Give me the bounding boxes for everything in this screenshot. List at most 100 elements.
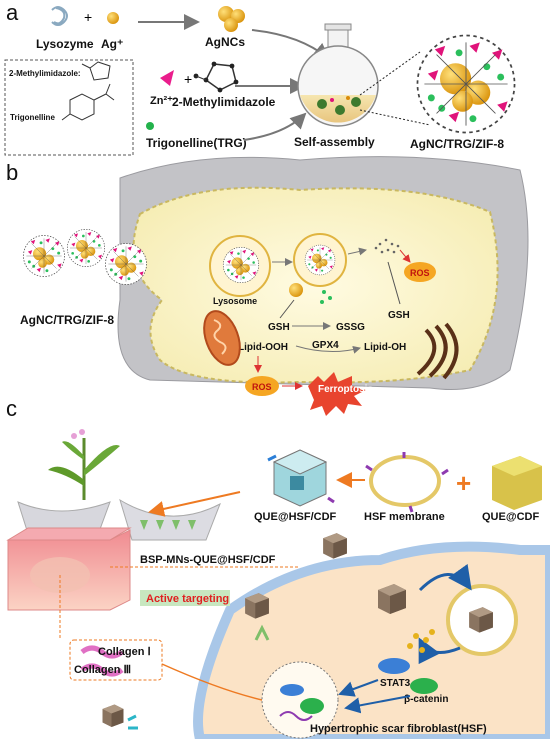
ros-label-1: ROS <box>410 268 430 278</box>
degraded-particle-icon <box>374 238 400 254</box>
composite-label-a: AgNC/TRG/ZIF-8 <box>410 137 504 151</box>
stat3-icon <box>378 658 410 674</box>
gsh-label-2: GSH <box>388 310 410 321</box>
ferroptosis-label: Ferroptosis <box>318 384 373 395</box>
cube-floating <box>323 533 347 559</box>
cube-icon <box>267 449 335 507</box>
lipid-ooh-label: Lipid-OOH <box>238 342 288 353</box>
zoom-line-bottom <box>359 109 431 126</box>
panel-a-letter: a <box>6 0 19 25</box>
skin-icon <box>6 527 132 611</box>
ros-badge-2 <box>245 376 279 396</box>
silver-release-icon <box>289 283 303 297</box>
hsf-membrane-label: HSF membrane <box>364 511 445 523</box>
trg-label: Trigonelline(TRG) <box>146 136 247 150</box>
trg-release-icon <box>320 290 332 304</box>
lipid-oh-label: Lipid-OH <box>364 342 406 353</box>
collagen-connector <box>161 663 263 701</box>
lysozyme-icon <box>51 6 68 26</box>
arrow-lipid <box>295 345 361 354</box>
needle-tip-targeting <box>254 624 270 641</box>
composite-particle-3 <box>105 243 147 285</box>
plus-sign-a1: + <box>84 9 92 25</box>
que-release-dots <box>407 629 435 653</box>
ros-badge-1 <box>404 262 436 282</box>
methylimidazole-label: 2-Methylimidazole <box>172 95 276 109</box>
lysosome-2-particle <box>304 244 336 276</box>
active-targeting-box <box>140 590 230 606</box>
lysosome-particle <box>222 246 260 284</box>
collagen-1-label: Collagen Ⅰ <box>98 646 151 658</box>
mitochondrion-icon <box>203 310 241 366</box>
inhibit-gsh <box>279 299 295 319</box>
arrow-catenin-nucleus <box>344 695 411 714</box>
zinc-label: Zn²⁺ <box>150 95 173 107</box>
methylimidazole-structure-label: 2-Methylimidazole: <box>9 69 81 78</box>
dna-icon <box>279 711 313 721</box>
membrane-receptors <box>365 452 449 513</box>
panel-c-letter: c <box>6 396 17 421</box>
inhibit-gsh2 <box>387 261 401 305</box>
agncs-label: AgNCs <box>205 35 245 49</box>
er-icon <box>416 322 459 380</box>
bsp-label: BSP-MNs-QUE@HSF/CDF <box>140 554 276 566</box>
needle-tips <box>140 520 196 530</box>
lysozyme-label: Lysozyme <box>36 37 94 51</box>
membrane-vesicle <box>369 455 441 507</box>
collagen-fiber-1 <box>80 645 124 659</box>
plant-icon <box>48 429 120 500</box>
arrow-uptake <box>418 563 472 592</box>
hsf-label: Hypertrophic scar fibroblast(HSF) <box>310 723 487 735</box>
arrow-trg-to-flask <box>243 112 307 141</box>
gssg-label: GSSG <box>336 322 365 333</box>
composite-label-b: AgNC/TRG/ZIF-8 <box>20 313 114 327</box>
collagen-3-label: Collagen Ⅲ <box>74 664 131 676</box>
cube-endosome <box>469 607 493 633</box>
que-hsf-cdf-label: QUE@HSF/CDF <box>254 511 337 523</box>
stat3-label: STAT3 <box>380 678 411 689</box>
active-targeting-label: Active targeting <box>146 593 229 605</box>
cube-binding <box>378 584 406 614</box>
ferroptosis-burst <box>308 372 366 416</box>
methylimidazole-structure-icon <box>81 61 111 81</box>
composite-particle-2 <box>67 228 106 267</box>
arrow-to-patch <box>148 491 241 517</box>
self-assembly-label: Self-assembly <box>294 135 375 149</box>
gsh-label-1: GSH <box>268 322 290 333</box>
structure-box <box>4 59 134 156</box>
cube-bottom-ligand <box>127 714 138 730</box>
panel-b-letter: b <box>6 160 18 185</box>
catenin-icon <box>410 678 438 694</box>
composite-zoom-icon <box>416 34 516 134</box>
zinc-icon <box>160 70 174 86</box>
silver-ion-icon <box>107 12 119 24</box>
arrow-release <box>418 637 461 665</box>
que-cdf-icon <box>492 456 542 510</box>
trigonelline-structure-label: Trigonelline <box>10 113 55 122</box>
que-cdf-label: QUE@CDF <box>482 511 539 523</box>
cube-targeting <box>245 593 269 619</box>
flask-icon <box>297 23 379 127</box>
ros-label-2: ROS <box>252 382 272 392</box>
nucleus-icon <box>261 661 339 739</box>
composite-particle-1 <box>23 235 65 277</box>
arrow-to-ros1 <box>399 249 411 263</box>
arrow-degrade <box>347 247 367 256</box>
beta-catenin-label: β-catenin <box>404 694 448 705</box>
catenin-nucleus-icon <box>300 698 324 714</box>
trg-icon <box>146 122 154 130</box>
microneedle-patch-2 <box>119 498 221 541</box>
gpx4-label: GPX4 <box>312 340 339 351</box>
nanocluster-icon <box>218 6 245 32</box>
ag-ion-label: Ag⁺ <box>101 37 123 51</box>
lysosome-label: Lysosome <box>213 296 257 306</box>
arrow-stat3-nucleus <box>338 679 379 697</box>
collagen-fiber-2 <box>80 663 124 677</box>
trigonelline-structure-icon <box>61 83 115 121</box>
cube-bottom <box>102 704 124 727</box>
methylimidazole-icon <box>193 61 239 93</box>
stat3-nucleus-icon <box>280 684 304 696</box>
plus-sign-a2: + <box>184 71 192 87</box>
